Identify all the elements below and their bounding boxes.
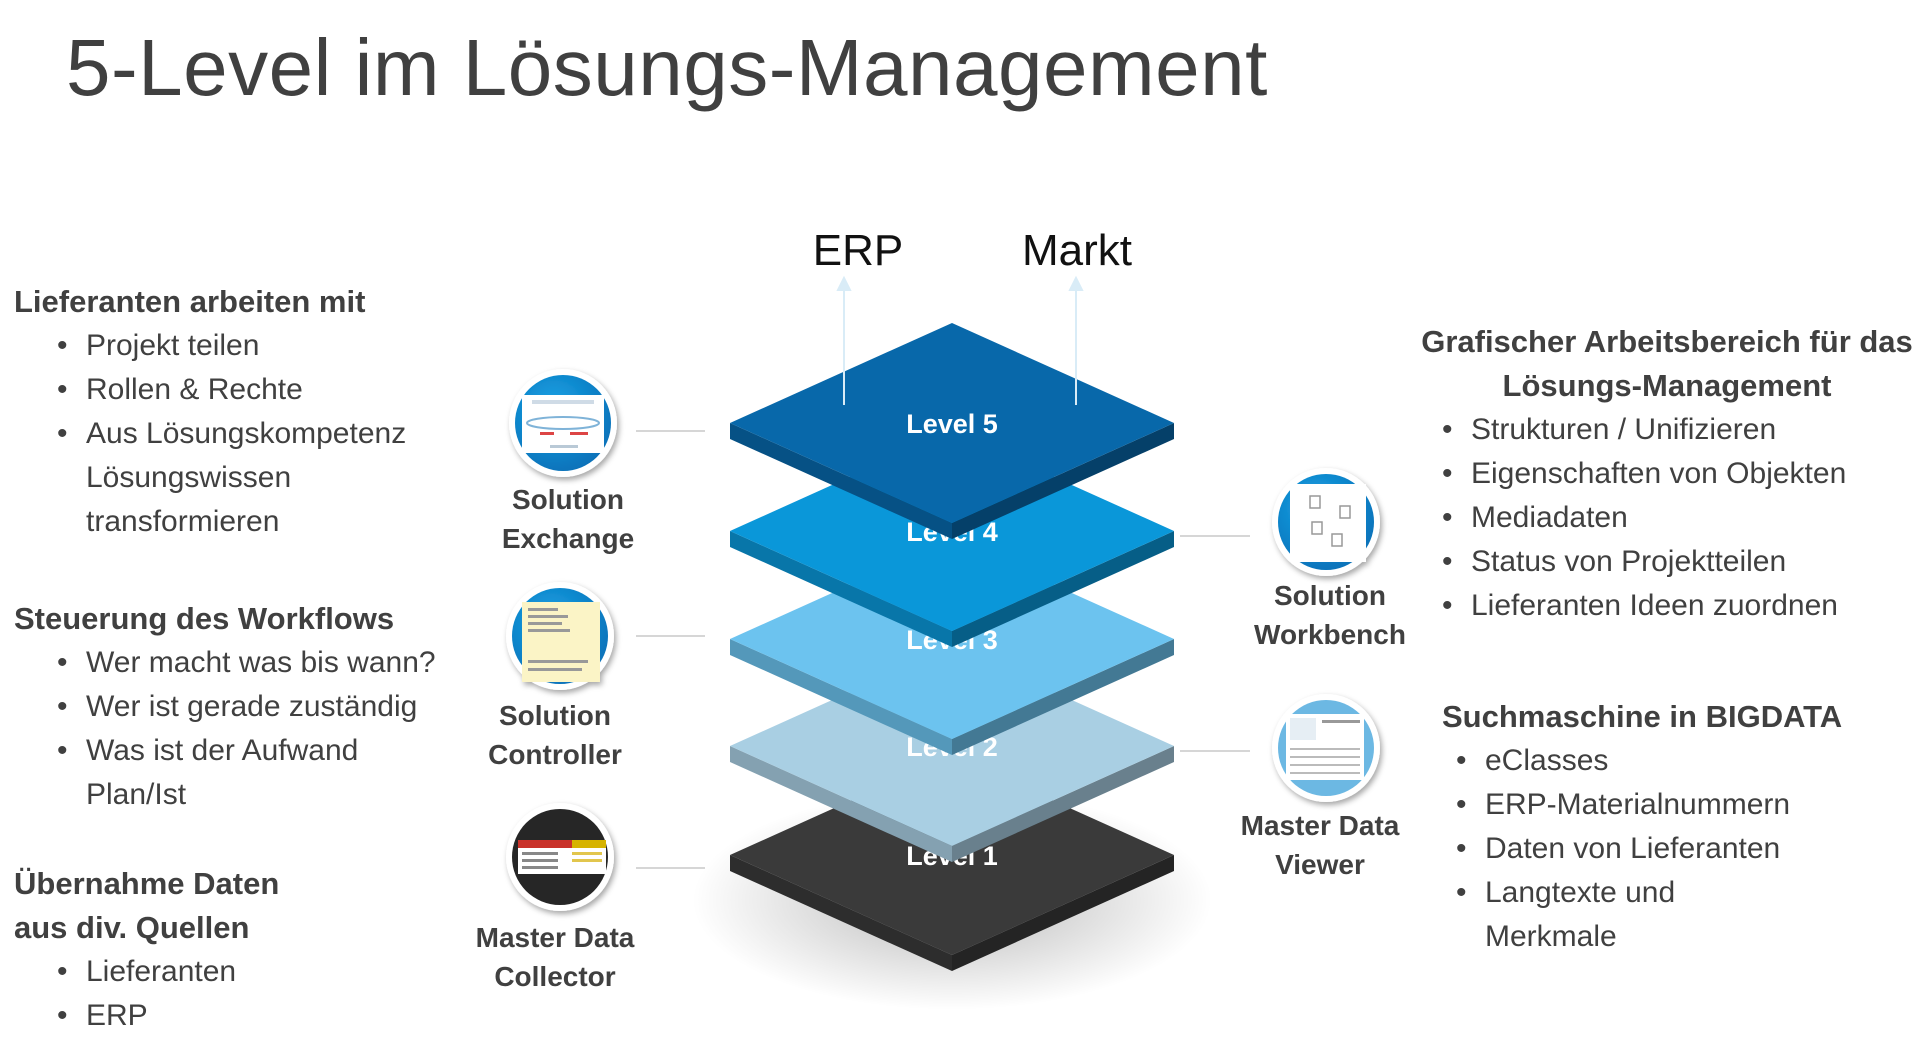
plate-top: [730, 646, 1174, 846]
list-item: Langtexte und Merkmale: [1428, 871, 1842, 959]
import-heading-line2: aus div. Quellen: [14, 910, 250, 945]
master-data-collector-icon: [506, 803, 614, 911]
list-item: eClasses: [1428, 739, 1842, 783]
list-item: Wer ist gerade zuständig: [14, 685, 436, 729]
workspace-block: Grafischer Arbeitsbereich für das Lösung…: [1414, 320, 1920, 628]
level-label: Level 1: [906, 841, 998, 871]
level-label: Level 2: [906, 732, 998, 762]
list-item: Status von Projektteilen: [1414, 540, 1920, 584]
level-label: Level 4: [906, 517, 998, 547]
plate-side-right: [952, 531, 1174, 647]
page-title: 5-Level im Lösungs-Management: [66, 23, 1268, 112]
list-item: ERP: [14, 994, 279, 1038]
plate-side-left: [730, 423, 952, 539]
list-item: Daten von Lieferanten: [1428, 827, 1842, 871]
suppliers-list: Projekt teilen Rollen & Rechte Aus Lösun…: [14, 324, 406, 544]
solution-exchange-label: Solution Exchange: [501, 484, 635, 554]
suppliers-block: Lieferanten arbeiten mit Projekt teilen …: [14, 280, 406, 544]
list-item: Wer macht was bis wann?: [14, 641, 436, 685]
plate-side-left: [730, 746, 952, 862]
plate-side-right: [952, 423, 1174, 539]
solution-controller-icon: [506, 582, 614, 690]
list-item: ERP-Materialnummern: [1428, 783, 1842, 827]
import-heading-line1: Übernahme Daten: [14, 866, 280, 901]
solution-workbench-icon: [1272, 468, 1380, 576]
level-plate-1: Level 1: [730, 755, 1174, 971]
arrow-markt-head: [1068, 275, 1084, 291]
solution-workbench-label: Solution Workbench: [1254, 580, 1406, 650]
list-item: Was ist der Aufwand Plan/Ist: [14, 729, 436, 817]
level-plates: Level 1 Level 2 Level 3 Level 4 Level 5: [730, 323, 1174, 971]
master-data-viewer-icon: [1272, 694, 1380, 802]
plate-side-left: [730, 639, 952, 755]
level-label: Level 5: [906, 409, 998, 439]
list-item: Lieferanten Ideen zuordnen: [1414, 584, 1920, 628]
workspace-heading-line1: Grafischer Arbeitsbereich für das: [1421, 324, 1913, 359]
workflow-heading: Steuerung des Workflows: [14, 601, 395, 636]
search-block: Suchmaschine in BIGDATA eClasses ERP-Mat…: [1442, 695, 1842, 959]
plate-top: [730, 323, 1174, 523]
list-item: Strukturen / Unifizieren: [1414, 408, 1920, 452]
stack-shadow: [692, 790, 1212, 1010]
plate-side-left: [730, 531, 952, 647]
top-label-markt: Markt: [1022, 226, 1132, 275]
plate-side-left: [730, 855, 952, 971]
plate-side-right: [952, 855, 1174, 971]
search-list: eClasses ERP-Materialnummern Daten von L…: [1428, 739, 1842, 959]
level-plate-5: Level 5: [730, 323, 1174, 539]
list-item: Eigenschaften von Objekten: [1414, 452, 1920, 496]
search-heading: Suchmaschine in BIGDATA: [1442, 699, 1843, 734]
arrow-erp-head: [836, 275, 852, 291]
list-item: Aus Lösungskompetenz Lösungswissen trans…: [14, 412, 406, 544]
import-list: Lieferanten ERP: [14, 950, 279, 1038]
import-block: Übernahme Daten aus div. Quellen Liefera…: [14, 862, 279, 1038]
workspace-heading-line2: Lösungs-Management: [1502, 368, 1832, 403]
list-item: Rollen & Rechte: [14, 368, 406, 412]
plate-side-right: [952, 746, 1174, 862]
list-item: Projekt teilen: [14, 324, 406, 368]
suppliers-heading: Lieferanten arbeiten mit: [14, 284, 366, 319]
plate-top: [730, 431, 1174, 631]
workspace-list: Strukturen / Unifizieren Eigenschaften v…: [1414, 408, 1920, 628]
workflow-list: Wer macht was bis wann? Wer ist gerade z…: [14, 641, 436, 817]
plate-top: [730, 539, 1174, 739]
solution-exchange-icon: [509, 369, 617, 477]
solution-controller-label: Solution Controller: [488, 700, 622, 770]
level-label: Level 3: [906, 625, 998, 655]
list-item: Mediadaten: [1414, 496, 1920, 540]
connectors: [636, 430, 1250, 869]
master-data-collector-label: Master Data Collector: [475, 922, 635, 992]
top-label-erp: ERP: [813, 226, 903, 275]
arrows: [836, 275, 1084, 405]
plate-side-right: [952, 639, 1174, 755]
level-plate-2: Level 2: [730, 646, 1174, 862]
level-plate-3: Level 3: [730, 539, 1174, 755]
workflow-block: Steuerung des Workflows Wer macht was bi…: [14, 597, 436, 817]
level-plate-4: Level 4: [730, 431, 1174, 647]
master-data-viewer-label: Master Data Viewer: [1240, 810, 1400, 880]
plate-top: [730, 755, 1174, 955]
list-item: Lieferanten: [14, 950, 279, 994]
